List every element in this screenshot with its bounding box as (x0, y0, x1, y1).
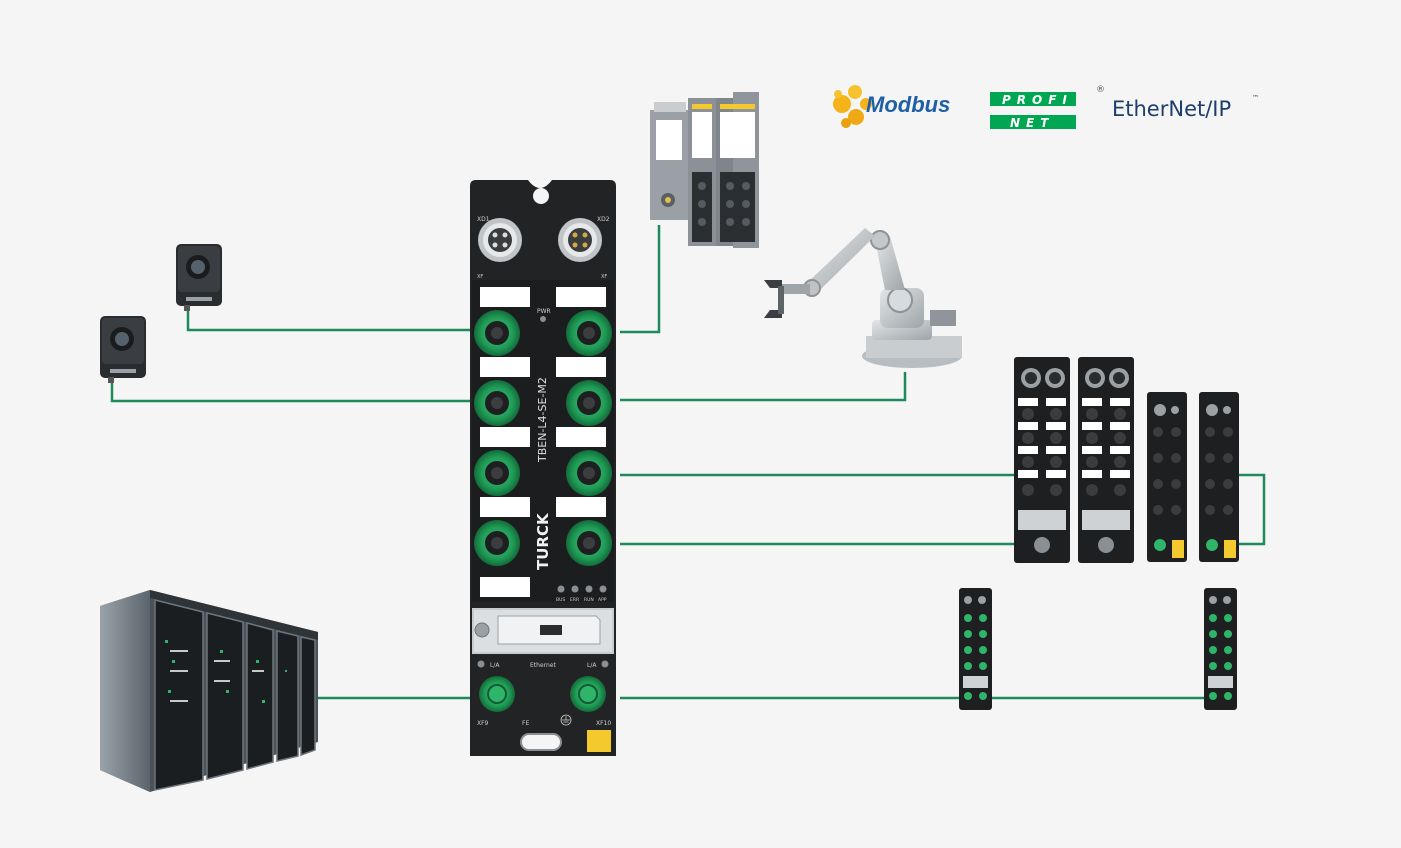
xf-label-right: XF (601, 274, 607, 280)
ethernet-port-xf10[interactable] (570, 676, 606, 712)
io-port[interactable] (566, 450, 612, 496)
line-controller (620, 225, 661, 334)
io-module-icon (959, 588, 992, 710)
io-ports (474, 310, 612, 566)
bus-led (557, 585, 565, 593)
fe-label: FE (522, 720, 529, 727)
fe-slot (520, 733, 562, 751)
line-io-loop (1236, 473, 1266, 546)
run-led (585, 585, 593, 593)
io-port[interactable] (566, 520, 612, 566)
pwr-led (540, 316, 546, 322)
io-port[interactable] (566, 310, 612, 356)
xd1-label: XD1 (477, 216, 490, 223)
la-label-right: L/A (587, 662, 597, 669)
err-led-label: ERR (570, 597, 579, 603)
ethernetip-label: EtherNet/IP (1112, 97, 1231, 121)
server-rack-icon (100, 590, 318, 792)
la-label-left: L/A (490, 662, 500, 669)
controller-icon (650, 92, 759, 248)
earth-terminal (587, 730, 611, 752)
line-camera-1 (186, 310, 470, 332)
io-port[interactable] (474, 380, 520, 426)
label-plates (480, 287, 606, 597)
io-module-icon (1147, 392, 1187, 562)
io-port[interactable] (474, 310, 520, 356)
io-module-icon (1204, 588, 1237, 710)
power-connector-xd2[interactable] (558, 218, 602, 262)
err-led (571, 585, 579, 593)
vision-sensor-icon (176, 244, 222, 311)
la-led-left (477, 660, 485, 668)
ground-icon (560, 714, 572, 726)
service-interface-cover[interactable] (472, 608, 614, 654)
io-module-icon (1199, 392, 1239, 562)
modbus-label: Modbus (866, 92, 950, 117)
app-led (599, 585, 607, 593)
la-led-right (601, 660, 609, 668)
protocol-logos: Modbus PROFI NET ® EtherNet/IP ™ (833, 85, 1259, 130)
io-port[interactable] (566, 380, 612, 426)
ethernetip-tm: ™ (1252, 94, 1259, 102)
io-port[interactable] (474, 520, 520, 566)
mounting-hole (533, 188, 549, 204)
profinet-bottom-label: NET (1010, 116, 1054, 130)
io-port[interactable] (474, 450, 520, 496)
power-connector-xd1[interactable] (478, 218, 522, 262)
line-robot (620, 372, 907, 402)
profinet-top-label: PROFI (1002, 93, 1073, 107)
io-module-icon (1078, 357, 1134, 563)
app-led-label: APP (598, 597, 607, 603)
run-led-label: RUN (584, 597, 594, 603)
main-io-device: XD1 XD2 XF XF PWR TBEN-L4-SE-M2 TURCK (470, 180, 616, 756)
profinet-registered: ® (1096, 85, 1105, 95)
pwr-label: PWR (537, 308, 551, 315)
bus-led-label: BUS (556, 597, 565, 603)
ethernet-port-xf9[interactable] (479, 676, 515, 712)
line-camera-2 (110, 380, 470, 403)
io-module-icon (1014, 357, 1070, 563)
profinet-logo: PROFI NET ® (990, 85, 1105, 130)
vision-sensor-icon (100, 316, 146, 383)
status-leds: BUS ERR RUN APP (556, 585, 607, 603)
xd2-label: XD2 (597, 216, 610, 223)
ethernetip-logo: EtherNet/IP ™ (1112, 94, 1259, 121)
xf-label-left: XF (477, 274, 483, 280)
device-model-label: TBEN-L4-SE-M2 (536, 377, 549, 463)
xf10-label: XF10 (596, 720, 611, 727)
ethernet-label: Ethernet (530, 662, 556, 669)
modbus-logo: Modbus (833, 85, 950, 128)
modbus-molecule-icon (833, 85, 872, 128)
connection-lines (110, 225, 1266, 700)
xf9-label: XF9 (477, 720, 489, 727)
turck-brand-label: TURCK (534, 512, 552, 570)
robot-arm-icon (764, 228, 962, 368)
